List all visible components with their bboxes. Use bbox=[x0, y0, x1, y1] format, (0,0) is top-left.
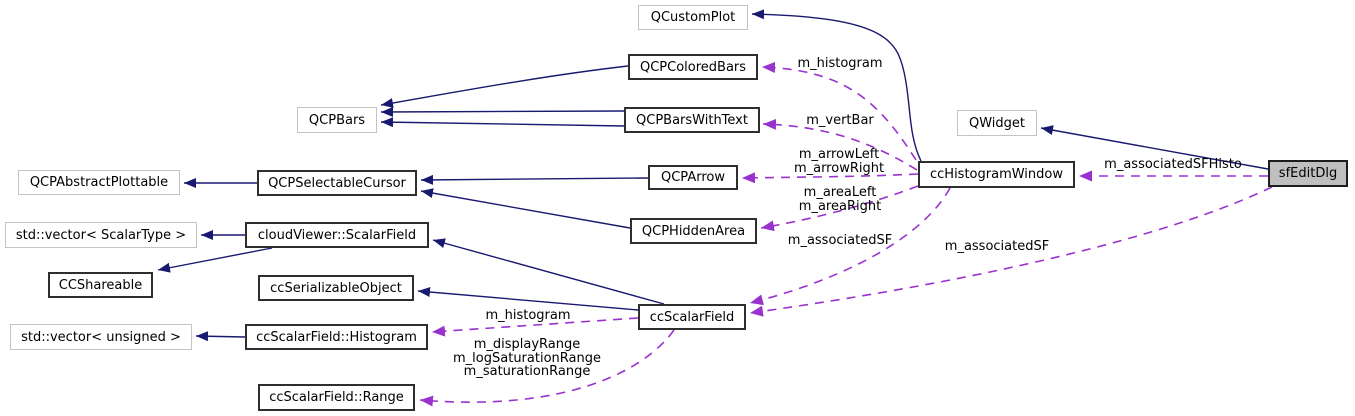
edge-label-line: m_logSaturationRange bbox=[453, 350, 601, 366]
node-qcphiddenarea[interactable]: QCPHiddenArea bbox=[630, 218, 757, 244]
edge-label-line: m_histogram bbox=[485, 308, 571, 323]
edge-u_vertbar bbox=[762, 118, 918, 171]
edge-u_histogram_top bbox=[761, 61, 917, 161]
edge-u_assoc1 bbox=[749, 187, 951, 306]
node-ccscalarfield_range[interactable]: ccScalarField::Range bbox=[258, 384, 415, 411]
edge-label-line: m_associatedSFHisto bbox=[1104, 157, 1242, 172]
node-vector_scalartype: std::vector< ScalarType > bbox=[5, 222, 197, 248]
edge-label-m_associatedSF_dlg: m_associatedSF bbox=[945, 240, 1049, 254]
edge-e_ccsf_serializable bbox=[417, 287, 639, 311]
edge-u_histogram_bottom bbox=[431, 317, 639, 337]
edge-label-m_associatedSF_hw: m_associatedSF bbox=[788, 234, 892, 248]
edge-label-line: m_vertBar bbox=[806, 113, 874, 128]
node-qcparrow[interactable]: QCPArrow bbox=[648, 165, 738, 190]
edge-u_assoc2 bbox=[749, 186, 1273, 317]
edge-e_svf_ccshareable bbox=[157, 247, 273, 273]
edge-e_ccsf_svf bbox=[432, 238, 665, 305]
edge-label-line: m_histogram bbox=[797, 56, 883, 71]
edge-u_ranges bbox=[419, 329, 675, 407]
edge-label-m_histogram_top: m_histogram bbox=[797, 57, 882, 71]
node-qcpabstractplottable: QCPAbstractPlottable bbox=[18, 170, 180, 195]
node-qcpbarswithtext[interactable]: QCPBarsWithText bbox=[624, 107, 760, 133]
edge-label-m_vertBar: m_vertBar bbox=[806, 114, 874, 128]
edge-e_bwt_bars_2 bbox=[380, 117, 625, 128]
edge-e_histo_vector bbox=[195, 331, 246, 342]
node-ccshareable[interactable]: CCShareable bbox=[48, 272, 153, 298]
edge-e_hist_qcustomplot bbox=[751, 9, 922, 162]
node-vector_unsigned: std::vector< unsigned > bbox=[10, 324, 192, 350]
node-qcustomplot: QCustomPlot bbox=[638, 5, 748, 30]
edge-label-line: m_areaLeft bbox=[803, 185, 877, 200]
edge-e_colored_bars bbox=[380, 65, 629, 108]
node-ccserializableobject[interactable]: ccSerializableObject bbox=[258, 275, 414, 301]
node-qcpselectablecursor[interactable]: QCPSelectableCursor bbox=[257, 170, 417, 196]
node-qcpbars: QCPBars bbox=[297, 107, 377, 133]
edge-label-line: m_associatedSF bbox=[787, 233, 893, 248]
node-ccscalarfield_histogram[interactable]: ccScalarField::Histogram bbox=[245, 324, 428, 350]
edge-u_arrow bbox=[741, 172, 919, 184]
edge-label-line: m_arrowRight bbox=[793, 160, 885, 176]
node-cloudviewer_scalarfield[interactable]: cloudViewer::ScalarField bbox=[245, 222, 429, 248]
edge-e_arrow_cursor bbox=[420, 174, 649, 185]
edge-label-line: m_saturationRange bbox=[463, 364, 591, 379]
node-qwidget: QWidget bbox=[957, 110, 1037, 136]
node-cchistogramwindow[interactable]: ccHistogramWindow bbox=[918, 161, 1075, 188]
edge-label-m_associatedSFHisto: m_associatedSFHisto bbox=[1104, 158, 1242, 172]
edge-label-line: m_associatedSF bbox=[944, 239, 1050, 254]
node-sfeditdlg: sfEditDlg bbox=[1268, 160, 1348, 187]
edge-label-line: m_arrowLeft bbox=[798, 147, 880, 162]
edge-label-line: m_displayRange bbox=[473, 337, 581, 352]
edge-label-line: m_areaRight bbox=[798, 198, 882, 214]
edge-u_area bbox=[760, 185, 919, 232]
node-ccscalarfield[interactable]: ccScalarField bbox=[638, 304, 746, 330]
edge-label-m_histogram_sf: m_histogram bbox=[485, 309, 570, 323]
edge-e_bwt_bars_1 bbox=[380, 106, 625, 117]
edge-e_sfedit_qwidget bbox=[1040, 125, 1269, 170]
edge-e_hidden_cursor bbox=[420, 188, 631, 229]
node-qcpcoloredbars[interactable]: QCPColoredBars bbox=[628, 54, 758, 80]
